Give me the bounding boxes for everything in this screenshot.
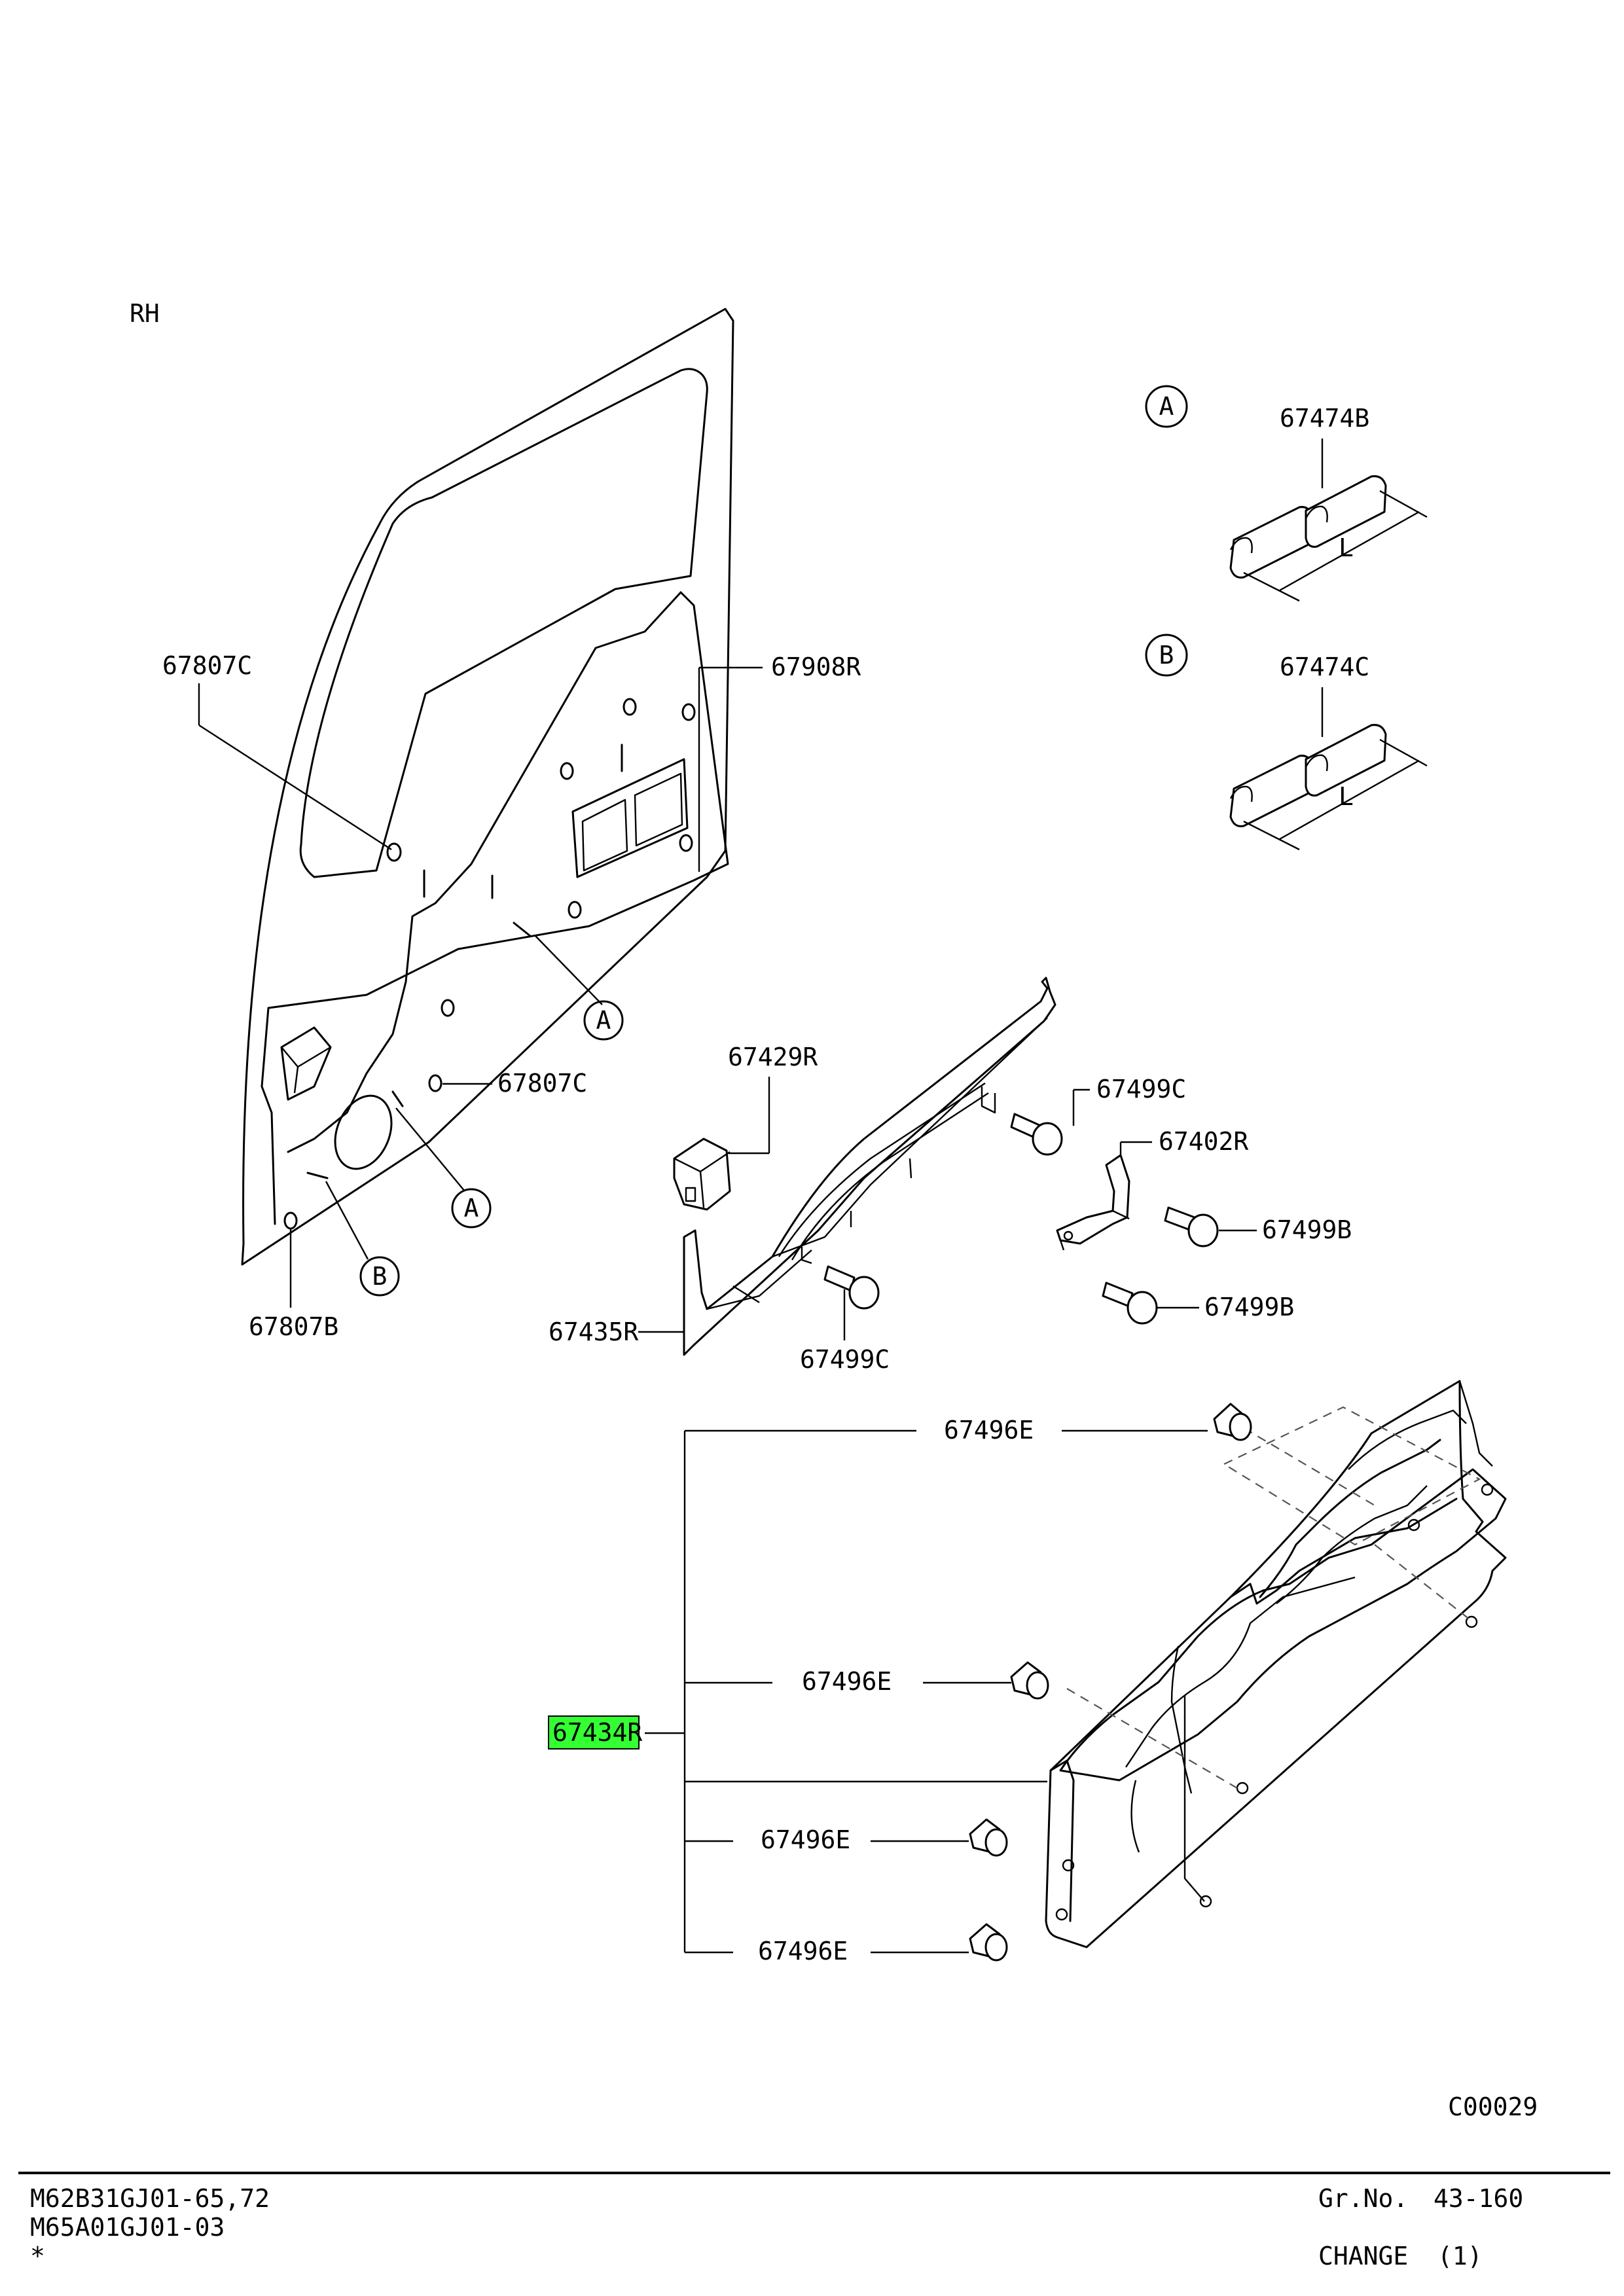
diagram-code: C00029 [1448, 2092, 1538, 2121]
part-label-67496e-2: 67496E [802, 1667, 892, 1696]
callout-circle-b-door [359, 1256, 400, 1297]
change-label: CHANGE [1318, 2242, 1408, 2270]
callout-circle-a-detail [1145, 385, 1188, 428]
cap-67429r [673, 1138, 731, 1211]
part-label-67429r: 67429R [728, 1043, 818, 1071]
part-label-67499c-top: 67499C [1096, 1075, 1186, 1103]
part-label-67434r[interactable]: 67434R [552, 1718, 642, 1747]
callout-b-detail: B [1159, 641, 1174, 670]
armrest-bracket-67435r [683, 977, 1056, 1356]
marker: * [30, 2242, 45, 2270]
bolt-67499b-top [1164, 1206, 1219, 1247]
clip-67496e-1 [1213, 1403, 1252, 1441]
dim-l-b: L [1339, 782, 1354, 811]
part-label-67807c-top: 67807C [162, 651, 252, 680]
callout-a-door: A [596, 1006, 611, 1035]
callout-circle-a-door-2 [451, 1188, 492, 1229]
part-label-67499b-bottom: 67499B [1204, 1293, 1294, 1321]
model-line-2: M65A01GJ01-03 [30, 2213, 225, 2242]
callout-a-door-2: A [464, 1194, 479, 1223]
part-label-67474b: 67474B [1280, 404, 1369, 433]
part-label-67474c: 67474C [1280, 653, 1369, 681]
retainer-clip-b [1229, 724, 1387, 827]
door-inner-panel [241, 308, 734, 1266]
bolt-67499b-bottom [1102, 1282, 1158, 1325]
part-label-67496e-3: 67496E [761, 1825, 850, 1854]
part-label-67402r: 67402R [1159, 1127, 1248, 1156]
clip-67496e-2 [1010, 1661, 1049, 1700]
callout-circle-a-door [583, 1000, 624, 1041]
group-value: 43-160 [1434, 2184, 1523, 2213]
part-label-67496e-4: 67496E [758, 1937, 848, 1965]
part-label-67496e-1: 67496E [944, 1416, 1034, 1444]
part-label-67908r: 67908R [771, 653, 861, 681]
bolt-67499c-top [1010, 1113, 1063, 1156]
side-label: RH [130, 299, 160, 328]
bracket-67402r [1056, 1154, 1130, 1251]
clip-67496e-3 [969, 1818, 1008, 1857]
retainer-clip-a [1229, 475, 1387, 579]
part-label-67807b: 67807B [249, 1312, 338, 1341]
change-value: (1) [1437, 2242, 1483, 2270]
clip-67496e-4 [969, 1923, 1008, 1962]
highlight-67434r [548, 1715, 640, 1749]
part-label-67807c-mid: 67807C [497, 1069, 587, 1098]
callout-circle-b-detail [1145, 634, 1188, 677]
bolt-67499c-bottom [823, 1265, 880, 1310]
group-label: Gr.No. [1318, 2184, 1408, 2213]
part-label-67435r: 67435R [549, 1318, 638, 1346]
part-label-67499b-top: 67499B [1262, 1215, 1352, 1244]
part-label-67499c-bottom: 67499C [800, 1345, 890, 1374]
model-line-1: M62B31GJ01-65,72 [30, 2184, 270, 2213]
callout-a-detail: A [1159, 392, 1174, 421]
door-trim-panel-67434r [1045, 1380, 1507, 1948]
dim-l-a: L [1339, 533, 1354, 562]
callout-b-door: B [372, 1262, 388, 1291]
